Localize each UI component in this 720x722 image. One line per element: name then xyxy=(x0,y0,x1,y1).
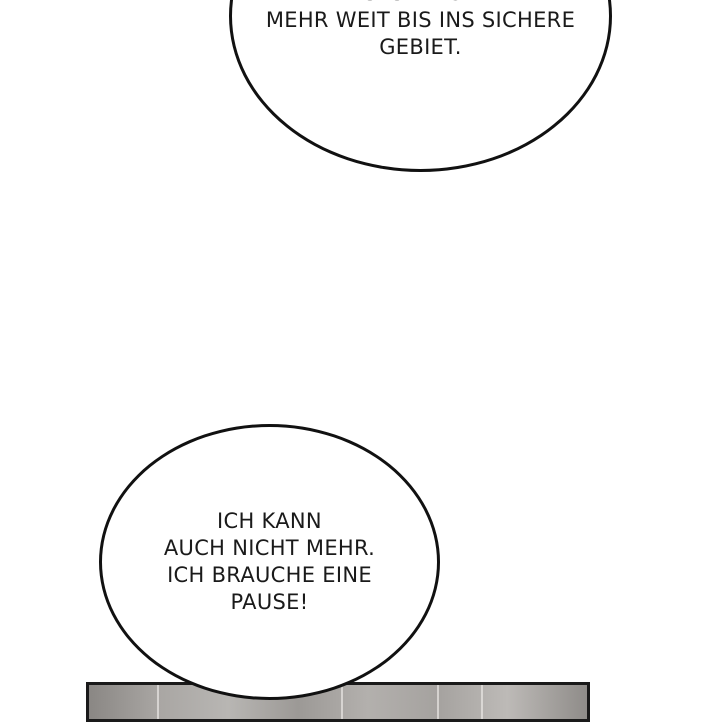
panel-stripe xyxy=(437,685,439,719)
panel-stripe xyxy=(157,685,159,719)
speech-bubble-top-text: ES IST NICHT MEHR WEIT BIS INS SICHERE G… xyxy=(265,0,576,59)
comic-page: ES IST NICHT MEHR WEIT BIS INS SICHERE G… xyxy=(86,0,612,722)
speech-bubble-top: ES IST NICHT MEHR WEIT BIS INS SICHERE G… xyxy=(229,0,612,172)
speech-bubble-bottom: ICH KANN AUCH NICHT MEHR. ICH BRAUCHE EI… xyxy=(99,424,440,700)
panel-stripe xyxy=(341,685,343,719)
speech-bubble-bottom-text: ICH KANN AUCH NICHT MEHR. ICH BRAUCHE EI… xyxy=(163,509,376,614)
panel-stripe xyxy=(481,685,483,719)
